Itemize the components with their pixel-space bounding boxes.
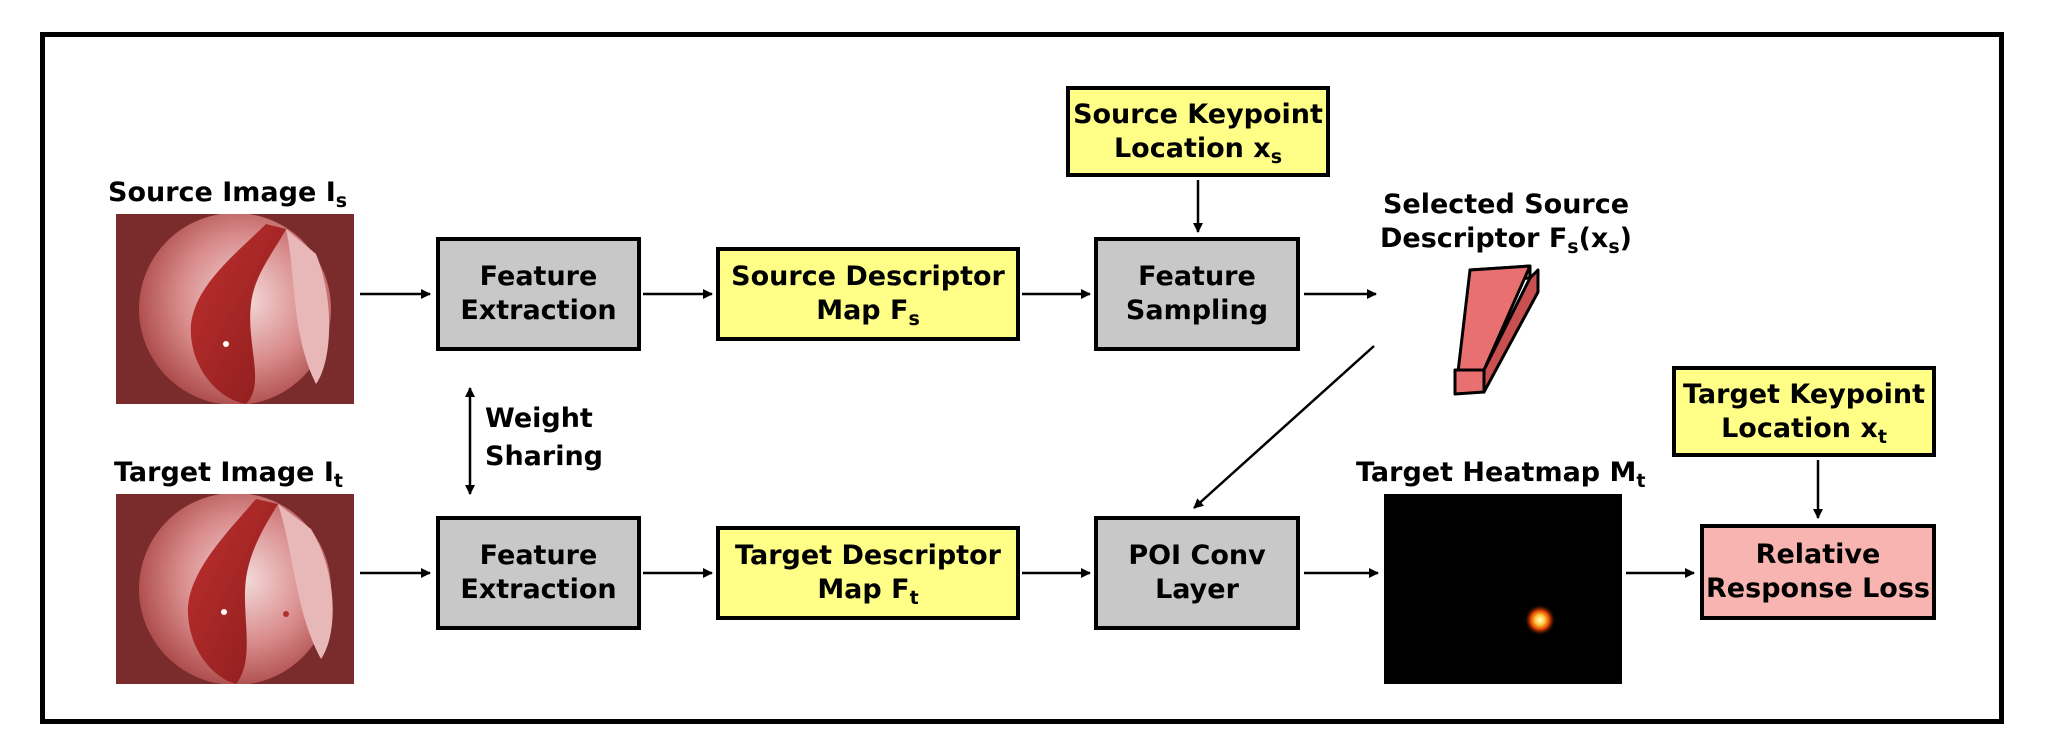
diagram-frame	[40, 32, 2004, 724]
target-image-label: Target Image It	[114, 457, 343, 492]
relative-response-loss-box: Relative Response Loss	[1700, 524, 1936, 620]
feature-extraction-bottom-box: Feature Extraction	[436, 516, 641, 630]
source-endoscopy-image	[116, 214, 354, 404]
target-keypoint-box: Target Keypoint Location xt	[1672, 366, 1936, 457]
target-heatmap-image	[1384, 494, 1622, 684]
target-endoscopy-image	[116, 494, 354, 684]
source-image-label: Source Image Is	[108, 177, 348, 212]
source-descriptor-map-box: Source Descriptor Map Fs	[716, 247, 1020, 341]
weight-sharing-label: Weight Sharing	[485, 403, 604, 472]
source-keypoint-box: Source Keypoint Location xs	[1066, 86, 1330, 177]
feature-sampling-box: Feature Sampling	[1094, 237, 1300, 351]
target-heatmap-label: Target Heatmap Mt	[1356, 457, 1646, 492]
feature-extraction-top-box: Feature Extraction	[436, 237, 641, 351]
target-descriptor-map-box: Target Descriptor Map Ft	[716, 526, 1020, 620]
poi-conv-layer-box: POI Conv Layer	[1094, 516, 1300, 630]
selected-source-descriptor-label: Selected Source Descriptor Fs(xs)	[1379, 189, 1633, 258]
